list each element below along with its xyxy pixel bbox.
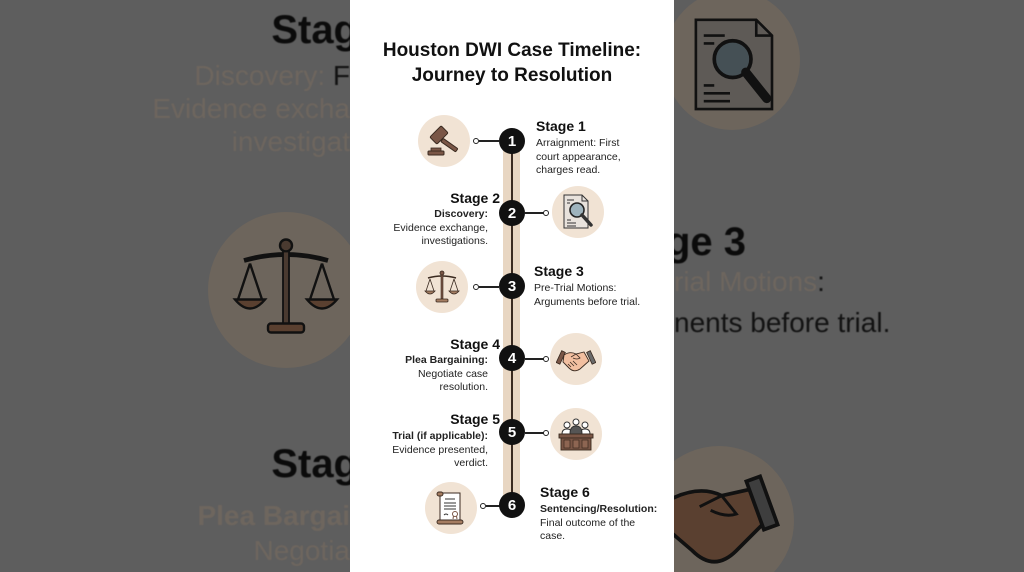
stage-3-connector (479, 286, 499, 288)
background-right-blur: ge 3 rial Motions: nents before trial. (674, 0, 1024, 572)
stage-2-desc-line1: Evidence exchange, (393, 221, 488, 234)
stage-1-node: 1 (499, 128, 525, 154)
stage-3-description: Pre-Trial Motions: Arguments before tria… (534, 282, 664, 309)
gavel-icon (427, 125, 458, 156)
bg-discovery-label: Discovery: (194, 60, 326, 91)
stage-6-node: 6 (499, 492, 525, 518)
stage-2-title: Stage 2 (450, 190, 500, 206)
stage-2-connector-dot (543, 210, 549, 216)
stage-4-desc-line1: Negotiate case (417, 367, 488, 380)
stage-3-desc-line1: Arguments before trial. (534, 295, 641, 308)
stage-2-icon-circle (552, 186, 604, 238)
stage-4-title: Stage 4 (450, 336, 500, 352)
stage-6-connector (486, 505, 500, 507)
scroll-certificate-icon (436, 491, 464, 525)
title-line-2: Journey to Resolution (411, 65, 613, 86)
stage-4-node: 4 (499, 345, 525, 371)
bg-stage-heading-bottom: Stag (271, 442, 350, 486)
scales-icon (424, 270, 460, 303)
stage-5-connector-dot (543, 430, 549, 436)
handshake-icon (556, 350, 596, 372)
bg-plea-label: Plea Bargai (197, 500, 350, 531)
bg-handshake-icon (674, 474, 781, 564)
stage-1-title: Stage 1 (536, 118, 586, 134)
stage-1-icon-circle (418, 115, 470, 167)
stage-5-desc-line1: Evidence presented, (392, 443, 488, 456)
stage-3-title: Stage 3 (534, 263, 584, 279)
stage-1-desc-line2: court appearance, (536, 150, 621, 163)
bg-discovery-rest: F (332, 60, 350, 91)
stage-1-connector-dot (473, 138, 479, 144)
bg-scales-icon (232, 238, 340, 334)
stage-4-connector-dot (543, 356, 549, 362)
stage-2-connector (525, 212, 545, 214)
stage-2-desc-line2: investigations. (421, 235, 488, 247)
stage-2-label: Discovery: (434, 208, 488, 220)
stage-4-icon-circle (550, 333, 602, 385)
bg-motions-line1: rial Motions: (674, 266, 825, 298)
stage-5-connector (525, 432, 545, 434)
stage-6-desc-line2: case. (540, 530, 566, 542)
stage-2-description: Discovery: Evidence exchange, investigat… (358, 208, 488, 249)
bg-scales-circle (208, 212, 350, 368)
bg-discovery-line3: investigat (231, 126, 350, 157)
stage-6-label: Sentencing/Resolution: (540, 503, 658, 515)
stage-6-title: Stage 6 (540, 484, 590, 500)
bg-discovery-line2: Evidence excha (152, 93, 350, 124)
stage-3-connector-dot (473, 284, 479, 290)
stage-1-desc-line1: First (599, 137, 620, 149)
title-line-1: Houston DWI Case Timeline: (382, 40, 642, 61)
bg-motions-line2: nents before trial. (674, 307, 891, 338)
stage-5-desc-line2: verdict. (454, 457, 488, 469)
bg-plea-line2: Negotia (253, 535, 350, 566)
stage-1-connector (479, 140, 499, 142)
stage-4-desc-line2: resolution. (439, 381, 488, 393)
stage-3-icon-circle (416, 261, 468, 313)
stage-6-description: Sentencing/Resolution: Final outcome of … (540, 503, 670, 544)
stage-4-connector (525, 358, 545, 360)
stage-5-label: Trial (if applicable): (392, 430, 488, 442)
stage-6-desc-line1: Final outcome of the (540, 516, 636, 529)
bg-discovery-line1: Discovery: F (194, 60, 350, 92)
stage-1-label: Arraignment: (536, 137, 597, 149)
infographic-panel: Houston DWI Case Timeline: Journey to Re… (350, 0, 674, 572)
stage-3-node: 3 (499, 273, 525, 299)
stage-4-label: Plea Bargaining: (405, 354, 488, 366)
stage-3-label: Pre-Trial Motions: (534, 282, 617, 294)
stage-1-description: Arraignment: First court appearance, cha… (536, 137, 646, 178)
stage-6-connector-dot (480, 503, 486, 509)
background-left-blur: Stag Discovery: F Evidence excha investi… (0, 0, 350, 572)
infographic-title: Houston DWI Case Timeline: Journey to Re… (350, 38, 674, 88)
stage-5-node: 5 (499, 419, 525, 445)
bg-document-search-icon (694, 18, 774, 111)
jury-icon (558, 418, 594, 451)
stage-4-description: Plea Bargaining: Negotiate case resoluti… (358, 354, 488, 395)
stage-2-node: 2 (499, 200, 525, 226)
stage-5-description: Trial (if applicable): Evidence presente… (348, 430, 488, 471)
bg-motions-label: rial Motions (674, 266, 818, 297)
stage-5-icon-circle (550, 408, 602, 460)
timeline-center-line (511, 140, 513, 512)
bg-motions-colon: : (817, 266, 825, 297)
document-search-icon (563, 194, 593, 229)
bg-stage-heading-top: Stag (271, 8, 350, 52)
stage-1-desc-line3: charges read. (536, 164, 601, 176)
bg-stage3-heading: ge 3 (674, 220, 747, 264)
stage-5-title: Stage 5 (450, 411, 500, 427)
stage-6-icon-circle (425, 482, 477, 534)
